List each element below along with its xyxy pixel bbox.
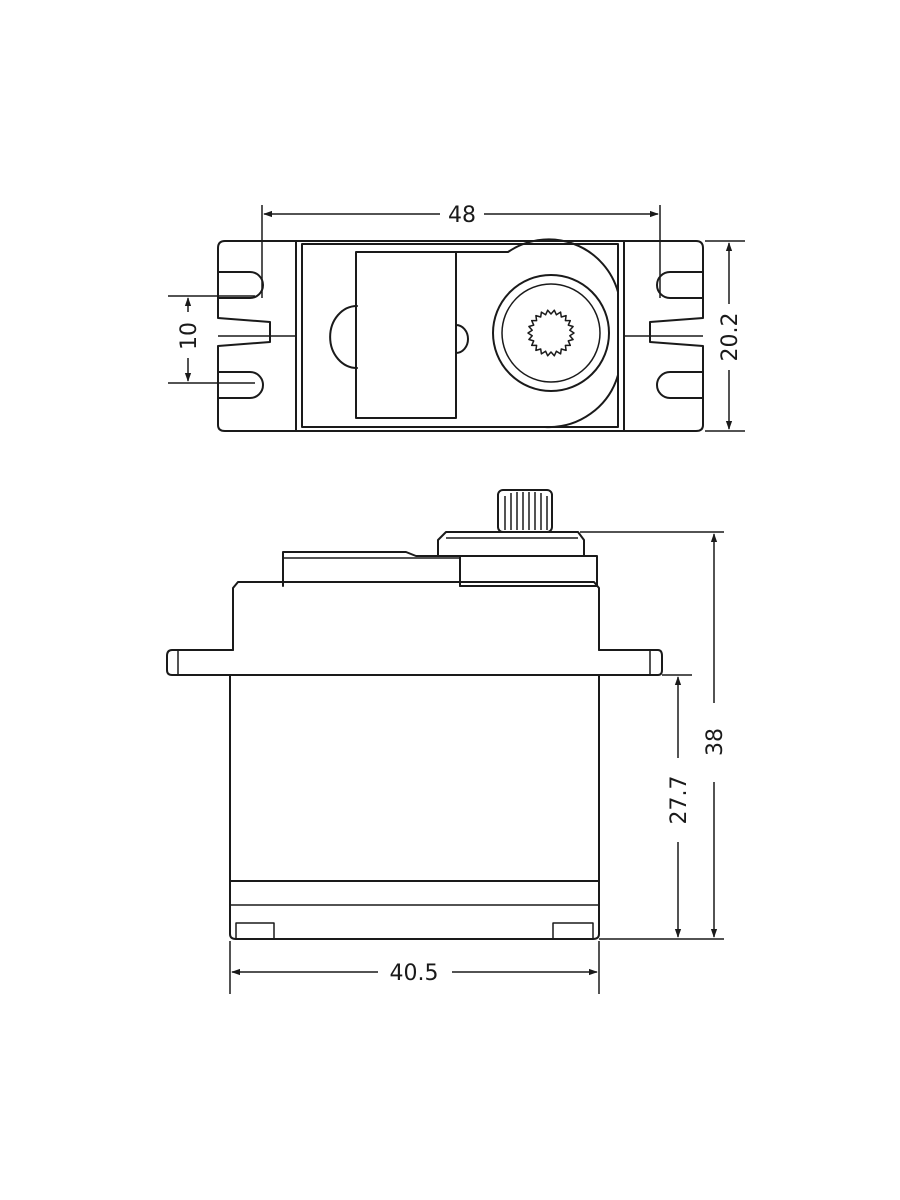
dim-48-label: 48 — [448, 203, 476, 228]
output-spline — [527, 309, 575, 357]
foot-right — [552, 922, 594, 940]
gear-bump-left — [329, 305, 358, 369]
top-right-mount-slot — [656, 271, 704, 299]
bottom-left-mount-slot — [217, 371, 264, 399]
output-shaft — [497, 489, 553, 533]
output-gear-housing — [455, 238, 619, 429]
output-collar — [437, 531, 585, 557]
gear-bump-center — [455, 324, 469, 354]
foot-left — [235, 922, 275, 940]
top-cover-left — [282, 551, 461, 587]
bottom-right-mount-slot — [656, 371, 704, 399]
side-view-dimensions: 38 27.7 40.5 — [229, 531, 728, 994]
top-view-flange-outline — [217, 240, 704, 432]
upper-case — [232, 581, 600, 651]
output-inner-ring — [501, 283, 601, 383]
main-case — [229, 674, 600, 940]
dim-40-5-label: 40.5 — [390, 961, 439, 986]
dim-38-label: 38 — [703, 728, 728, 756]
output-outer-ring — [492, 274, 610, 392]
top-left-mount-slot — [217, 271, 264, 299]
side-view — [166, 489, 663, 940]
dim-10-label: 10 — [177, 322, 202, 350]
top-view-dimensions: 48 10 20.2 — [168, 203, 745, 432]
side-flange — [166, 649, 663, 676]
dim-27-7-label: 27.7 — [667, 776, 692, 825]
dim-20-2-label: 20.2 — [718, 313, 743, 362]
shaft-splines — [504, 492, 548, 530]
top-view — [217, 238, 704, 432]
rear-cover — [355, 251, 457, 419]
